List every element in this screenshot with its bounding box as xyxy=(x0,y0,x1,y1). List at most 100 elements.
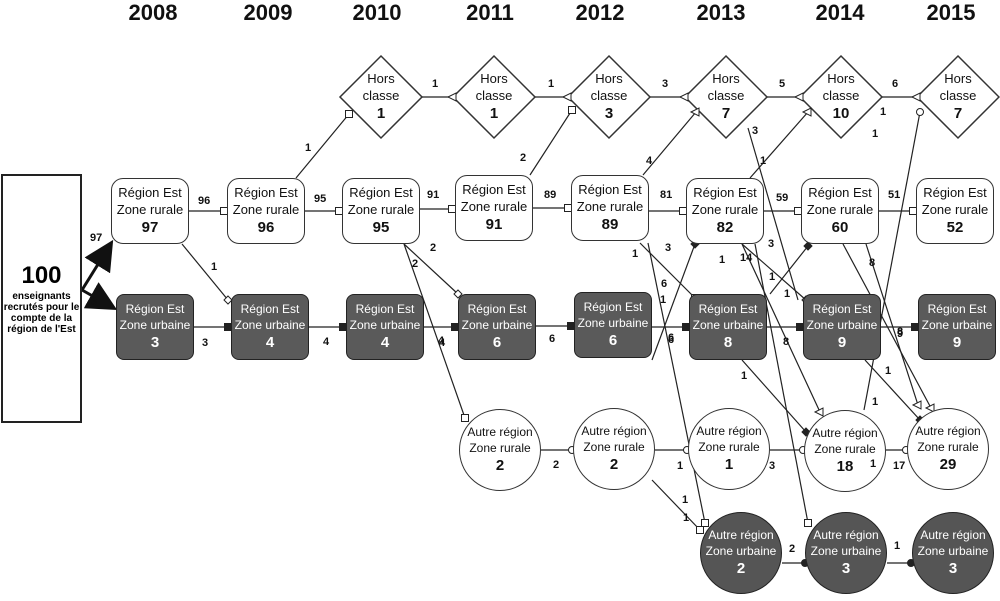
flow-label: 97 xyxy=(90,232,103,244)
region-est-urbaine-2015: Région Est Zone urbaine 9 xyxy=(918,294,996,360)
flow-marker xyxy=(223,295,233,305)
year-2011: 2011 xyxy=(466,0,514,25)
node-label: Autre région xyxy=(812,426,878,440)
flow-label: 3 xyxy=(768,238,775,250)
node-label: Zone urbaine xyxy=(692,318,764,332)
year-2010: 2010 xyxy=(352,0,402,25)
flow-marker xyxy=(701,519,709,527)
flow-label: 4 xyxy=(646,155,653,167)
flow-label: 1 xyxy=(872,128,879,140)
node-label: classe xyxy=(475,88,513,103)
node-value: 10 xyxy=(832,105,850,122)
flow-marker xyxy=(793,92,804,102)
flow-label: 1 xyxy=(632,248,639,260)
node-label: Région Est xyxy=(234,185,298,200)
node-label: Région Est xyxy=(355,302,415,316)
node-value: 4 xyxy=(380,334,390,351)
node-label: Zone rurale xyxy=(698,440,760,454)
flow-label: 95 xyxy=(314,193,327,205)
region-est-rurale-2010: Région Est Zone rurale 95 xyxy=(342,178,420,244)
flow-label: 51 xyxy=(888,189,901,201)
year-2012: 2012 xyxy=(575,0,625,25)
flow-label: 1 xyxy=(894,540,901,552)
node-label: Zone rurale xyxy=(469,441,531,455)
hors-classe-2014: Hors classe 10 xyxy=(801,57,881,137)
flow-label: 9 xyxy=(897,328,904,340)
flow-label: 1 xyxy=(432,78,439,90)
node-label: Autre région xyxy=(708,528,774,542)
intro-value: 100 xyxy=(21,261,62,289)
node-label: Zone urbaine xyxy=(119,318,191,332)
region-est-urbaine-2009: Région Est Zone urbaine 4 xyxy=(231,294,309,360)
region-est-urbaine-2014: Région Est Zone urbaine 9 xyxy=(803,294,881,360)
node-label: Autre région xyxy=(581,424,647,438)
flow-label: 17 xyxy=(893,460,906,472)
intro-text: enseignants recrutés pour le compte de l… xyxy=(3,290,80,335)
intro-box: 100 enseignants recrutés pour le compte … xyxy=(1,174,82,423)
hors-classe-diamond xyxy=(338,54,424,140)
node-label: Région Est xyxy=(693,185,757,200)
flow-label: 6 xyxy=(892,78,899,90)
flow-label: 6 xyxy=(549,333,556,345)
flow-label: 59 xyxy=(776,192,789,204)
node-label: Région Est xyxy=(462,182,526,197)
flow-marker xyxy=(461,414,469,422)
flow-line xyxy=(295,113,350,179)
node-label: Région Est xyxy=(927,302,987,316)
region-est-urbaine-2010: Région Est Zone urbaine 4 xyxy=(346,294,424,360)
node-label: Région Est xyxy=(583,300,643,314)
node-label: Zone urbaine xyxy=(705,544,777,558)
autre-urbaine-2015: Autre région Zone urbaine 3 xyxy=(912,512,994,594)
node-value: 3 xyxy=(604,105,614,122)
node-label: Zone urbaine xyxy=(234,318,306,332)
node-label: Zone rurale xyxy=(917,440,979,454)
flow-label: 2 xyxy=(520,152,527,164)
autre-rurale-2011: Autre région Zone rurale 2 xyxy=(459,409,541,491)
flow-marker xyxy=(910,92,921,102)
flow-line xyxy=(865,243,919,406)
year-2014: 2014 xyxy=(815,0,865,25)
node-label: Hors xyxy=(595,71,623,86)
node-label: Hors xyxy=(712,71,740,86)
flow-label: 6 xyxy=(668,332,675,344)
flow-label: 1 xyxy=(211,261,218,273)
node-label: Hors xyxy=(827,71,855,86)
node-label: Autre région xyxy=(813,528,879,542)
node-label: Hors xyxy=(944,71,972,86)
flow-label: 96 xyxy=(198,195,211,207)
flow-label: 1 xyxy=(784,288,791,300)
flow-marker xyxy=(568,106,576,114)
node-value: 2 xyxy=(495,457,505,474)
node-value: 4 xyxy=(265,334,275,351)
flow-label: 1 xyxy=(683,512,690,524)
region-est-rurale-2011: Région Est Zone rurale 91 xyxy=(455,175,533,241)
flow-label: 1 xyxy=(885,365,892,377)
node-label: classe xyxy=(707,88,745,103)
flow-label: 8 xyxy=(869,257,876,269)
region-est-rurale-2015: Région Est Zone rurale 52 xyxy=(916,178,994,244)
node-value: 7 xyxy=(953,105,963,122)
flow-label: 2 xyxy=(412,258,419,270)
node-label: Zone rurale xyxy=(921,202,989,217)
node-label: Zone rurale xyxy=(232,202,300,217)
flow-label: 6 xyxy=(661,278,668,290)
flow-label: 3 xyxy=(752,125,759,137)
flow-label: 4 xyxy=(323,336,330,348)
node-value: 9 xyxy=(952,334,962,351)
flow-label: 1 xyxy=(760,155,767,167)
node-value: 1 xyxy=(376,105,386,122)
flow-label: 1 xyxy=(682,494,689,506)
autre-rurale-2013: Autre région Zone rurale 1 xyxy=(688,408,770,490)
flow-marker xyxy=(561,92,572,102)
node-label: Région Est xyxy=(698,302,758,316)
flow-line xyxy=(741,359,807,433)
flow-label: 81 xyxy=(660,189,673,201)
flow-line xyxy=(863,111,921,411)
flow-label: 4 xyxy=(438,335,445,347)
hors-classe-diamond xyxy=(683,54,769,140)
flow-label: 1 xyxy=(880,106,887,118)
node-label: Zone rurale xyxy=(814,442,876,456)
node-value: 29 xyxy=(939,456,957,473)
flow-line xyxy=(403,243,459,295)
